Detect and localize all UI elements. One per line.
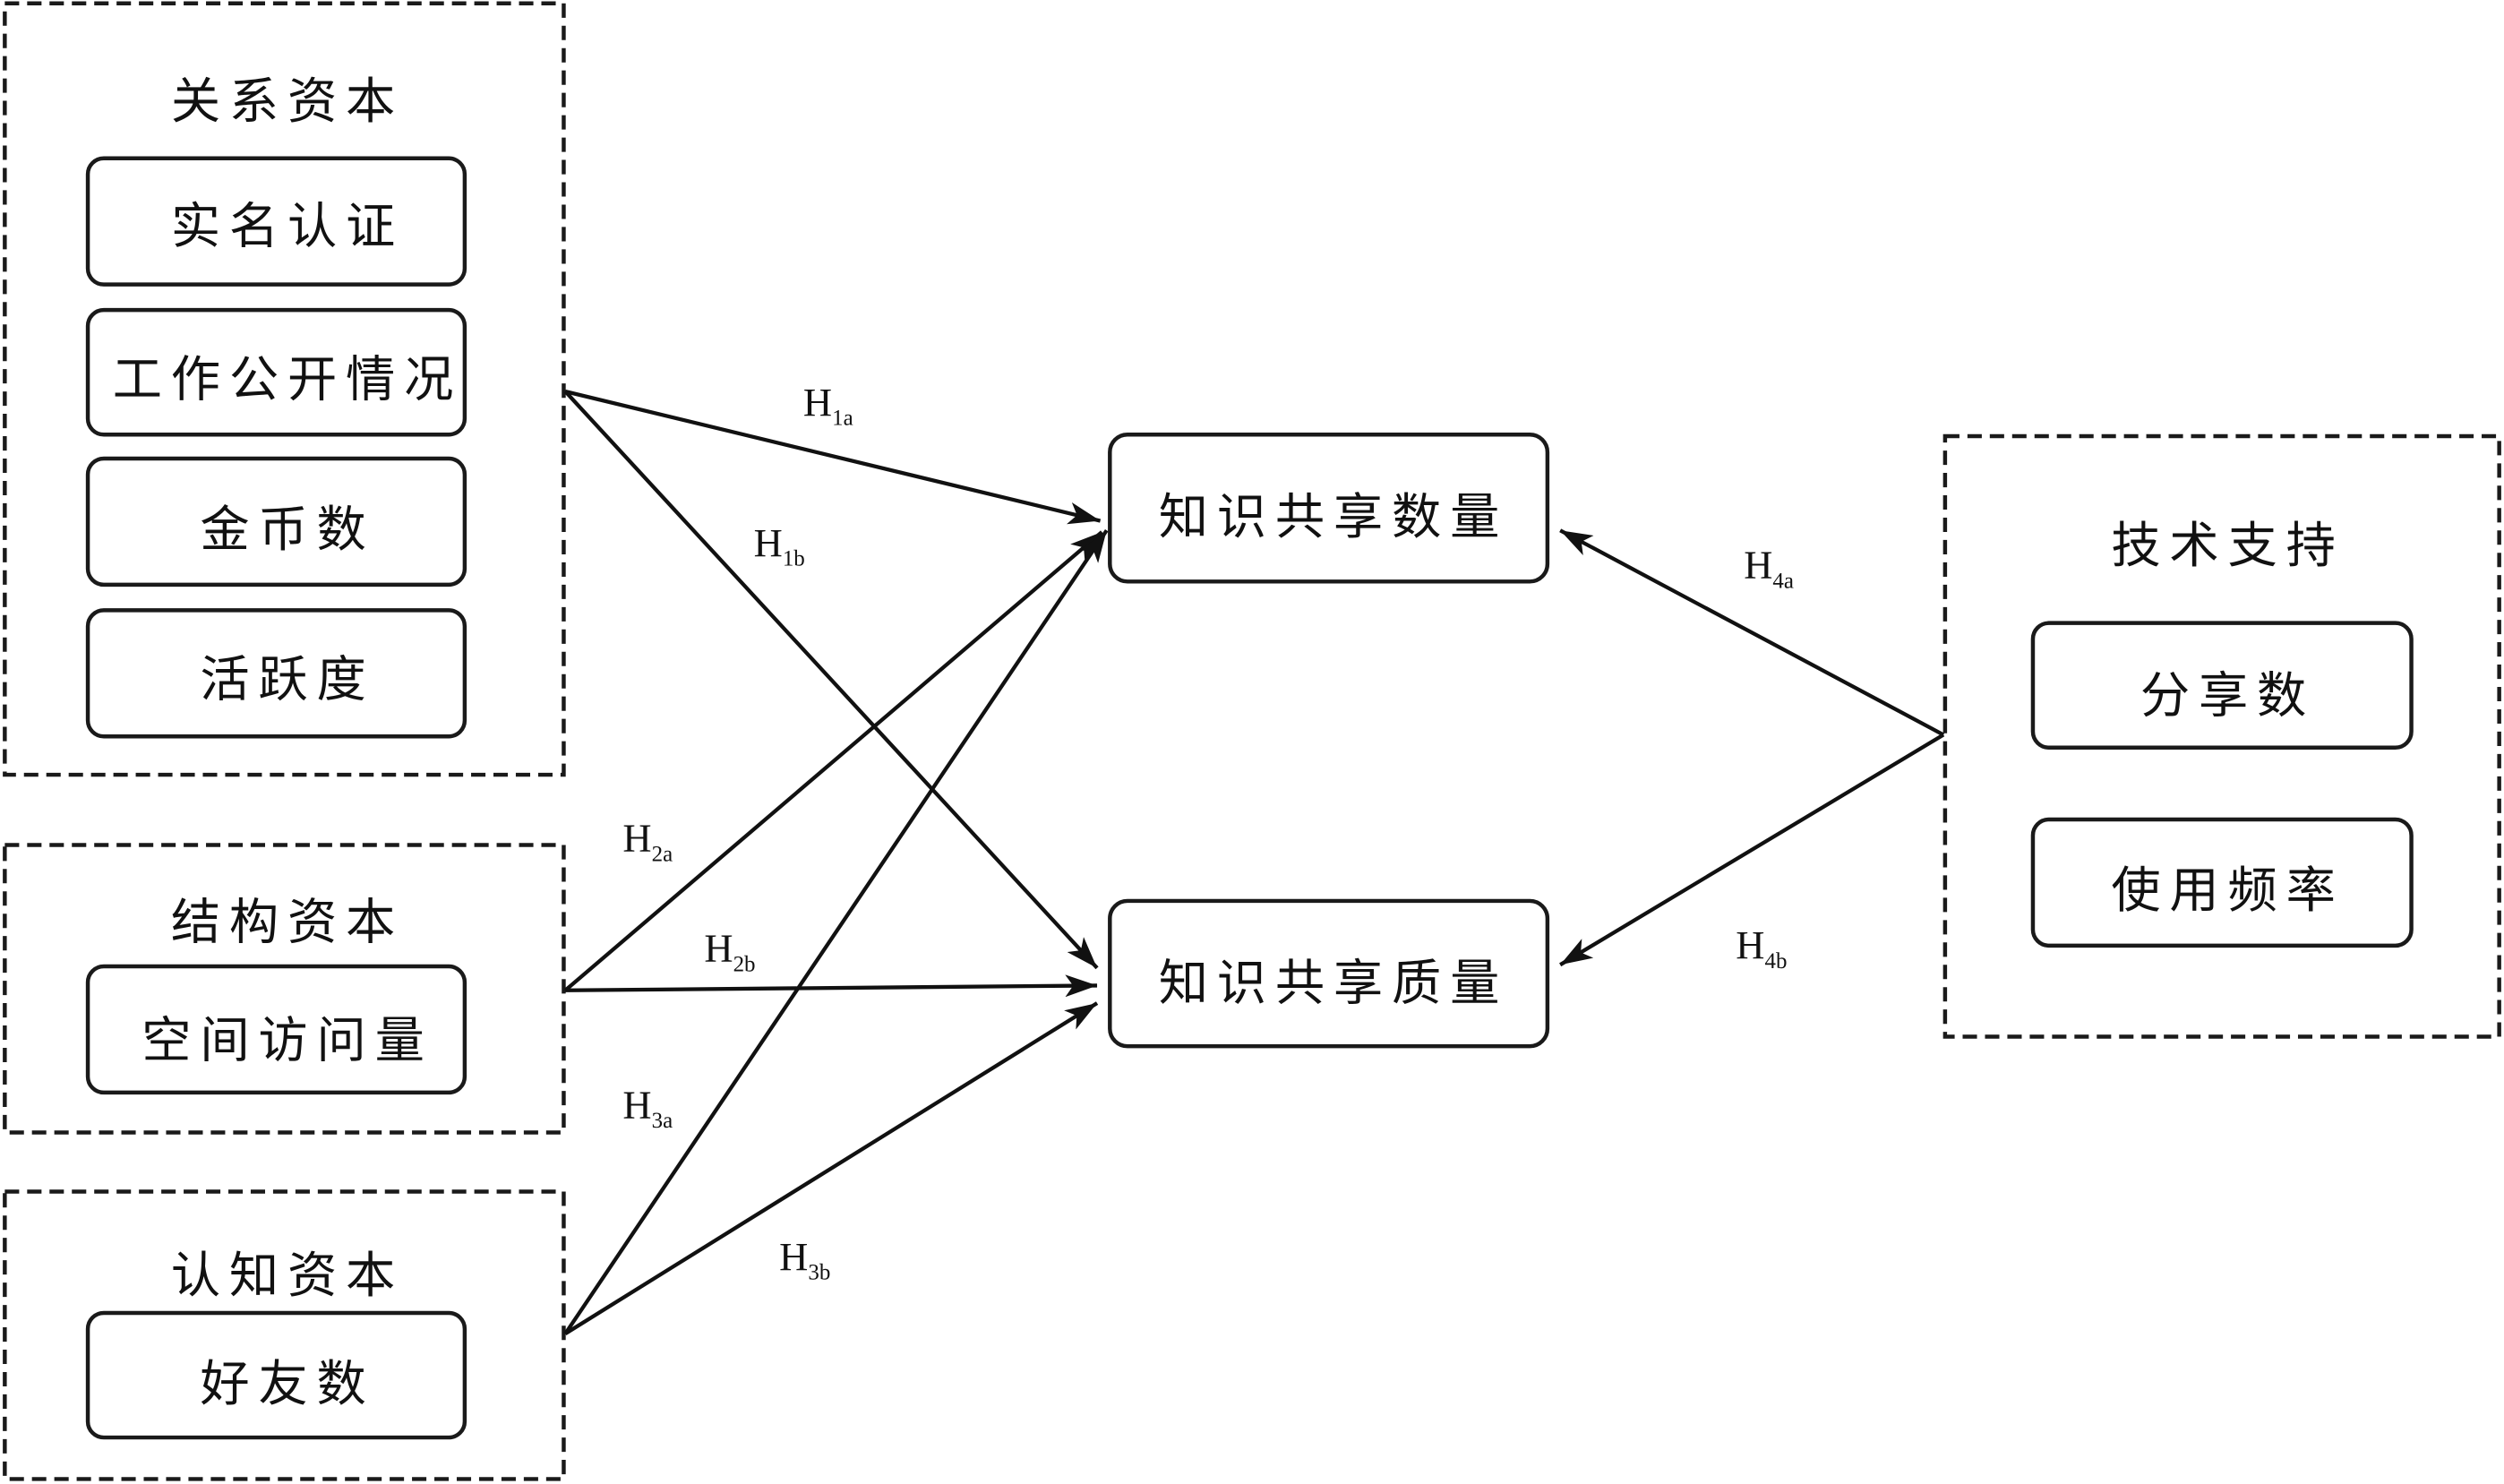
relational-capital-group: 关系资本 实名认证 工作公开情况 金币数 活跃度 bbox=[3, 1, 566, 777]
cognitive-capital-title: 认知资本 bbox=[171, 1248, 404, 1305]
label-h3b: H3b bbox=[779, 1234, 830, 1285]
label-h1b-sub: 1b bbox=[783, 546, 805, 570]
indicator-box-real-name bbox=[85, 156, 467, 287]
label-h1a: H1a bbox=[803, 380, 853, 431]
technical-support-title: 技术支持 bbox=[2111, 518, 2344, 575]
label-h2a-sub: 2a bbox=[652, 842, 673, 866]
label-h2b-sub: 2b bbox=[733, 952, 756, 976]
arrow-h3b bbox=[564, 1001, 1099, 1335]
label-h3a-main: H bbox=[622, 1082, 651, 1127]
label-h3a-sub: 3a bbox=[652, 1109, 673, 1133]
label-h4a: H4a bbox=[1744, 543, 1794, 594]
label-h4b-main: H bbox=[1736, 922, 1764, 967]
structural-capital-frame bbox=[3, 843, 566, 1135]
arrow-h1a bbox=[564, 390, 1102, 525]
indicator-label-coins: 金币数 bbox=[200, 502, 374, 559]
indicator-box-space-visits bbox=[85, 964, 467, 1095]
label-h3b-main: H bbox=[779, 1234, 808, 1279]
hypothesis-arrows bbox=[563, 390, 1945, 1335]
indicator-box-friends bbox=[85, 1310, 467, 1440]
label-h4b-sub: 4b bbox=[1764, 949, 1787, 974]
arrow-h1b bbox=[563, 390, 1099, 970]
arrow-h2b bbox=[565, 974, 1098, 998]
label-h1a-main: H bbox=[803, 380, 832, 425]
cognitive-capital-frame bbox=[3, 1189, 566, 1481]
label-h4a-main: H bbox=[1744, 543, 1772, 588]
label-h3b-sub: 3b bbox=[808, 1261, 830, 1285]
label-h2a: H2a bbox=[622, 816, 673, 867]
indicator-label-real-name: 实名认证 bbox=[171, 198, 404, 255]
label-h1a-sub: 1a bbox=[832, 407, 853, 431]
label-h1b-main: H bbox=[754, 520, 783, 565]
cognitive-capital-group: 认知资本 好友数 bbox=[3, 1189, 566, 1481]
indicator-box-shares bbox=[2030, 621, 2414, 750]
technical-support-frame bbox=[1942, 433, 2501, 1039]
structural-capital-title: 结构资本 bbox=[171, 895, 404, 952]
indicator-box-coins bbox=[85, 456, 467, 588]
hypothesis-labels: H1a H1b H2a H2b H3a H3b H4a H4b bbox=[622, 380, 1794, 1285]
arrow-h3a bbox=[563, 529, 1109, 1335]
indicator-box-activity bbox=[85, 608, 467, 739]
outcome-label-quantity: 知识共享数量 bbox=[1159, 489, 1508, 546]
label-h2a-main: H bbox=[622, 816, 651, 861]
outcome-box-quantity bbox=[1108, 433, 1550, 584]
arrow-h4a bbox=[1559, 528, 1945, 737]
outcome-nodes: 知识共享数量 知识共享质量 bbox=[1108, 433, 1550, 1049]
indicator-box-job-disclosure bbox=[85, 307, 467, 437]
indicator-label-job-disclosure: 工作公开情况 bbox=[113, 351, 462, 408]
label-h3a: H3a bbox=[622, 1082, 673, 1133]
arrow-h2a bbox=[563, 530, 1103, 992]
structural-capital-group: 结构资本 空间访问量 bbox=[3, 843, 566, 1135]
label-h2b: H2b bbox=[704, 926, 755, 977]
indicator-label-shares: 分享数 bbox=[2140, 668, 2315, 725]
indicator-label-friends: 好友数 bbox=[200, 1356, 374, 1413]
indicator-label-space-visits: 空间访问量 bbox=[141, 1013, 433, 1070]
outcome-box-quality bbox=[1108, 898, 1550, 1049]
indicator-label-activity: 活跃度 bbox=[200, 652, 374, 709]
indicator-box-usage-frequency bbox=[2030, 817, 2414, 948]
label-h4b: H4b bbox=[1736, 922, 1787, 974]
technical-support-group: 技术支持 分享数 使用频率 bbox=[1942, 433, 2501, 1039]
outcome-label-quality: 知识共享质量 bbox=[1159, 955, 1508, 1012]
indicator-label-usage-frequency: 使用频率 bbox=[2111, 862, 2344, 920]
label-h4a-sub: 4a bbox=[1772, 569, 1794, 593]
arrow-h4b bbox=[1559, 733, 1945, 967]
label-h2b-main: H bbox=[704, 926, 733, 971]
label-h1b: H1b bbox=[754, 520, 805, 571]
relational-capital-title: 关系资本 bbox=[171, 73, 404, 131]
